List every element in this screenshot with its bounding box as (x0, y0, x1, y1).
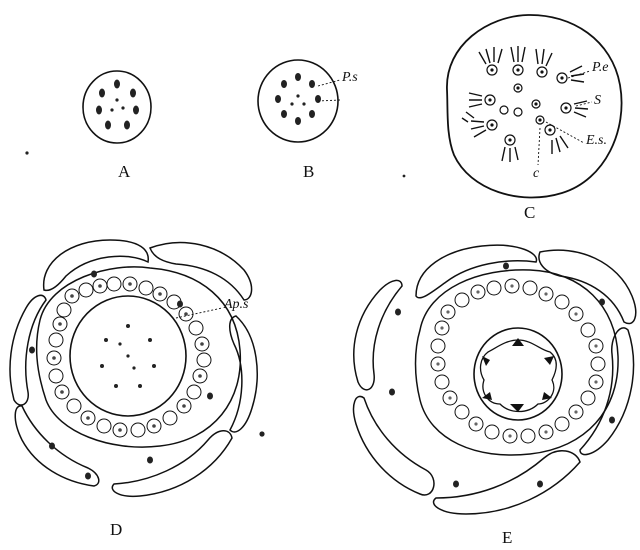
callout-pe: P.e (592, 60, 608, 76)
section-a-bundles (96, 80, 139, 130)
panel-label-d: D (110, 520, 122, 540)
section-e-ring (416, 270, 619, 455)
callout-ps: P.s (342, 70, 358, 86)
section-b-outline (258, 60, 338, 142)
section-c (403, 15, 622, 198)
section-c-bundle-dots (488, 68, 567, 141)
section-d-pith-bundles (100, 324, 156, 388)
panel-label-e: E (502, 528, 512, 548)
section-b-bundles (275, 73, 321, 125)
section-c-bundles (485, 65, 571, 145)
section-b (258, 60, 340, 142)
panel-label-a: A (118, 162, 130, 182)
callout-es: E.s. (586, 133, 607, 149)
callout-line-ps (318, 80, 340, 86)
panel-label-c: C (524, 203, 535, 223)
ink-dot (25, 151, 28, 154)
section-e-inner-star (481, 340, 557, 412)
callout-line-c (538, 128, 540, 165)
section-d (10, 240, 265, 496)
section-e (354, 245, 636, 514)
callout-aps: Ap.s (224, 297, 249, 313)
panel-label-b: B (303, 162, 314, 182)
callout-line-s (318, 100, 340, 101)
callout-c: c (533, 166, 539, 182)
ink-dot (403, 175, 406, 178)
callout-s: S (594, 93, 601, 109)
ink-dot (259, 431, 264, 436)
section-e-cells (431, 279, 605, 443)
section-a (25, 71, 151, 155)
